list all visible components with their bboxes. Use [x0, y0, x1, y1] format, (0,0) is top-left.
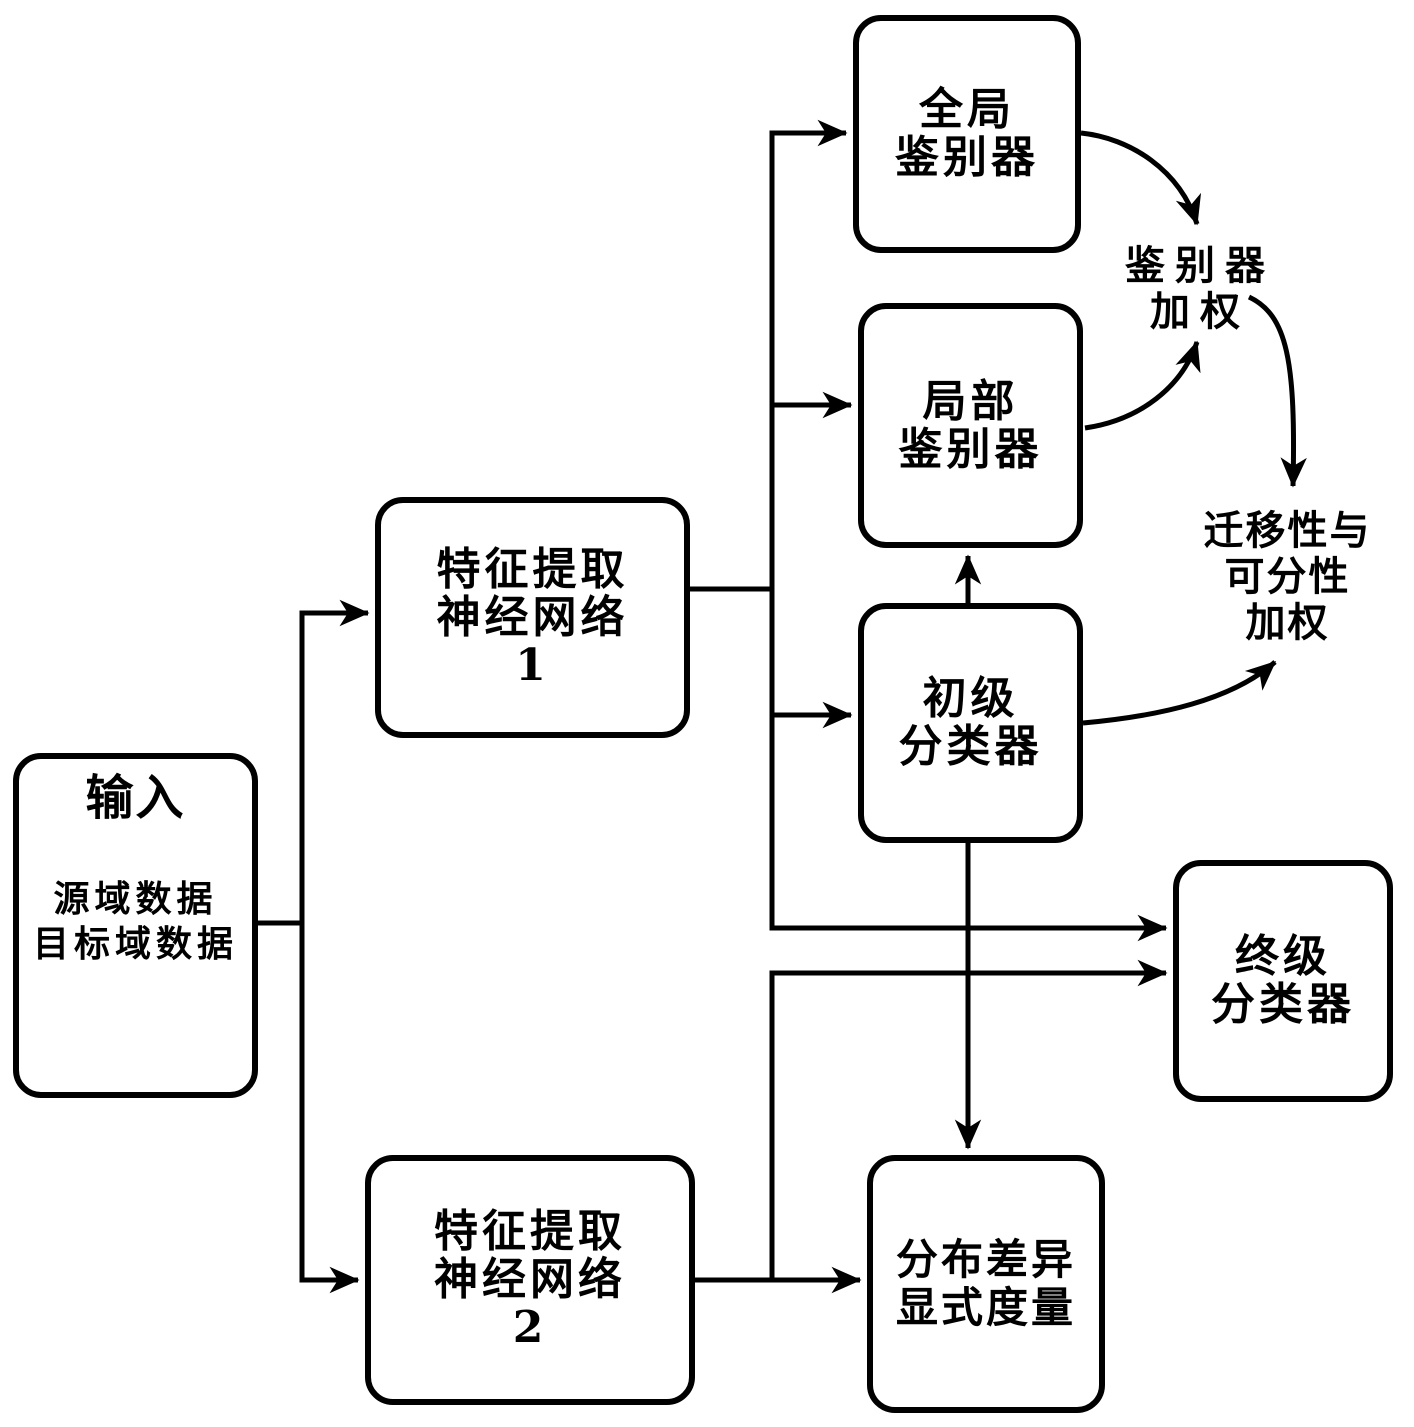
label-discriminator-weighting: 鉴别器 加权	[1100, 243, 1300, 335]
node-feature-net-2: 特征提取 神经网络 2	[365, 1155, 695, 1405]
node-input-body: 源域数据 目标域数据	[33, 877, 238, 967]
node-local-discriminator-line: 鉴别器	[898, 423, 1043, 475]
node-global-discriminator-line: 鉴别器	[895, 132, 1039, 183]
connector-feature-net-2-to-final-classifier-bottom	[769, 959, 1168, 1280]
node-final-classifier-line: 终级	[1235, 931, 1331, 982]
node-feature-net-2-line: 2	[512, 1302, 548, 1353]
arrow-local-discriminator-to-discriminator-weighting	[1084, 340, 1201, 431]
connector-trunk-to-global-discriminator	[769, 119, 848, 589]
node-input-line: 源域数据	[53, 878, 218, 920]
node-global-discriminator: 全局 鉴别器	[853, 15, 1081, 253]
node-feature-net-1-line: 特征提取	[436, 543, 629, 595]
node-distribution-metric-line: 显式度量	[895, 1283, 1076, 1332]
connector-trunk-to-final-classifier-top	[769, 589, 1168, 942]
node-primary-classifier: 初级 分类器	[858, 603, 1083, 843]
node-final-classifier: 终级 分类器	[1173, 860, 1393, 1102]
node-feature-net-1-line: 神经网络	[436, 591, 629, 643]
node-primary-classifier-line: 初级	[922, 673, 1019, 724]
label-discriminator-weighting-line: 加权	[1150, 288, 1250, 335]
label-discriminator-weighting-line: 鉴别器	[1125, 242, 1275, 289]
node-input-line: 目标域数据	[32, 923, 238, 965]
node-final-classifier-line: 分类器	[1211, 979, 1355, 1030]
arrow-primary-classifier-to-transfer-weighting	[1082, 660, 1277, 726]
node-local-discriminator: 局部 鉴别器	[858, 303, 1083, 548]
node-distribution-metric-line: 分布差异	[895, 1235, 1076, 1284]
node-distribution-metric: 分布差异 显式度量	[867, 1155, 1105, 1413]
arrow-global-discriminator-to-discriminator-weighting	[1080, 130, 1202, 226]
label-transfer-separability-weighting-line: 加权	[1245, 599, 1330, 646]
connector-split-to-feature-net-2	[299, 923, 360, 1294]
arrow-discriminator-weighting-to-transfer-weighting	[1247, 294, 1307, 488]
label-transfer-separability-weighting-line: 迁移性与	[1203, 507, 1372, 554]
node-feature-net-1-line: 1	[515, 639, 550, 691]
node-input-title: 输入	[85, 770, 186, 826]
label-transfer-separability-weighting: 迁移性与 可分性 加权	[1175, 508, 1400, 646]
connector-split-to-feature-net-1	[299, 599, 370, 923]
node-primary-classifier-line: 分类器	[898, 721, 1043, 772]
node-local-discriminator-line: 局部	[922, 375, 1019, 427]
node-feature-net-1: 特征提取 神经网络 1	[375, 497, 690, 738]
node-feature-net-2-line: 神经网络	[434, 1254, 626, 1305]
node-feature-net-2-line: 特征提取	[434, 1206, 626, 1257]
node-global-discriminator-line: 全局	[919, 84, 1015, 135]
node-input: 输入 源域数据 目标域数据	[13, 753, 258, 1098]
label-transfer-separability-weighting-line: 可分性	[1224, 553, 1351, 600]
